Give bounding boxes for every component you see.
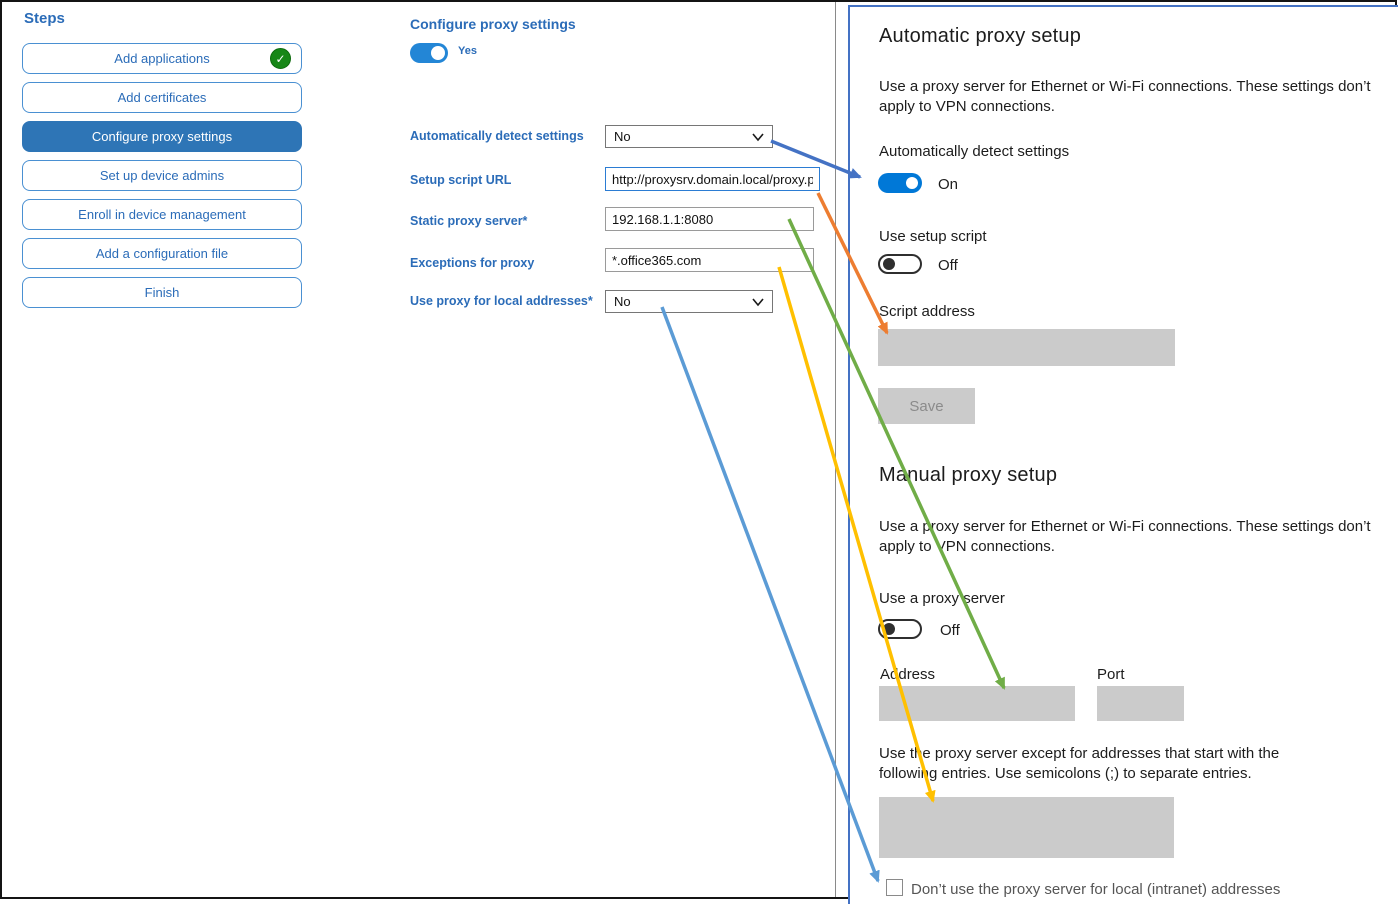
field-label-exceptions-for-proxy: Exceptions for proxy	[410, 256, 535, 270]
static-proxy-server-input[interactable]	[605, 207, 814, 231]
exceptions-for-proxy-input[interactable]	[605, 248, 814, 272]
connector-arrow-local-addresses	[660, 306, 880, 883]
chevron-down-icon	[752, 133, 764, 142]
step-label: Set up device admins	[99, 168, 225, 183]
detect-settings-toggle[interactable]	[878, 173, 922, 193]
pane-divider	[835, 2, 836, 897]
field-label-static-proxy-server: Static proxy server*	[410, 214, 528, 228]
step-add-applications[interactable]: Add applications ✓	[22, 43, 302, 74]
script-address-field[interactable]	[878, 329, 1175, 366]
step-add-certificates[interactable]: Add certificates	[22, 82, 302, 113]
proxy-exceptions-description: Use the proxy server except for addresse…	[879, 745, 1280, 782]
step-finish[interactable]: Finish	[22, 277, 302, 308]
automatic-proxy-setup-heading: Automatic proxy setup	[879, 25, 1082, 47]
field-label-detect-settings: Automatically detect settings	[410, 129, 584, 143]
chevron-down-icon	[752, 298, 764, 307]
field-label-proxy-local-addresses: Use proxy for local addresses*	[410, 294, 593, 308]
configure-proxy-toggle[interactable]	[410, 43, 448, 63]
step-enroll-device-management[interactable]: Enroll in device management	[22, 199, 302, 230]
use-setup-script-label: Use setup script	[879, 228, 987, 245]
proxy-exceptions-textarea[interactable]	[879, 797, 1174, 858]
manual-proxy-description: Use a proxy server for Ethernet or Wi-Fi…	[879, 518, 1371, 555]
use-setup-script-toggle-state: Off	[938, 257, 958, 274]
dropdown-value: No	[614, 129, 631, 144]
script-address-label: Script address	[879, 303, 975, 320]
address-field[interactable]	[879, 686, 1075, 721]
step-complete-check-icon: ✓	[270, 48, 291, 69]
step-add-configuration-file[interactable]: Add a configuration file	[22, 238, 302, 269]
windows-proxy-settings-panel: Automatic proxy setup Use a proxy server…	[848, 5, 1398, 904]
step-label: Add certificates	[117, 90, 207, 105]
port-label: Port	[1097, 666, 1125, 683]
intranet-addresses-checkbox[interactable]	[886, 879, 903, 896]
step-label: Finish	[144, 285, 180, 300]
step-label: Add a configuration file	[95, 246, 229, 261]
field-label-setup-script-url: Setup script URL	[410, 173, 512, 187]
steps-list: Add applications ✓ Add certificates Conf…	[22, 43, 302, 308]
save-button[interactable]: Save	[878, 388, 975, 424]
use-proxy-server-toggle[interactable]	[878, 619, 922, 639]
intranet-addresses-checkbox-label: Don’t use the proxy server for local (in…	[911, 881, 1281, 898]
detect-settings-dropdown[interactable]: No	[605, 125, 773, 148]
detect-settings-label: Automatically detect settings	[879, 143, 1070, 160]
step-configure-proxy-settings[interactable]: Configure proxy settings	[22, 121, 302, 152]
step-label: Configure proxy settings	[91, 129, 233, 144]
step-label: Enroll in device management	[78, 207, 246, 222]
steps-title: Steps	[24, 10, 65, 27]
step-label: Add applications	[114, 51, 210, 66]
address-label: Address	[880, 666, 936, 683]
setup-script-url-input[interactable]	[605, 167, 820, 191]
step-set-up-device-admins[interactable]: Set up device admins	[22, 160, 302, 191]
configure-proxy-toggle-state: Yes	[458, 45, 477, 57]
form-title: Configure proxy settings	[410, 16, 576, 32]
use-proxy-server-toggle-state: Off	[940, 622, 960, 639]
use-proxy-server-label: Use a proxy server	[879, 590, 1005, 607]
automatic-proxy-description: Use a proxy server for Ethernet or Wi-Fi…	[879, 78, 1371, 115]
manual-proxy-setup-heading: Manual proxy setup	[879, 464, 1058, 486]
proxy-local-addresses-dropdown[interactable]: No	[605, 290, 773, 313]
use-setup-script-toggle[interactable]	[878, 254, 922, 274]
dropdown-value: No	[614, 294, 631, 309]
detect-settings-toggle-state: On	[938, 176, 959, 193]
port-field[interactable]	[1097, 686, 1184, 721]
